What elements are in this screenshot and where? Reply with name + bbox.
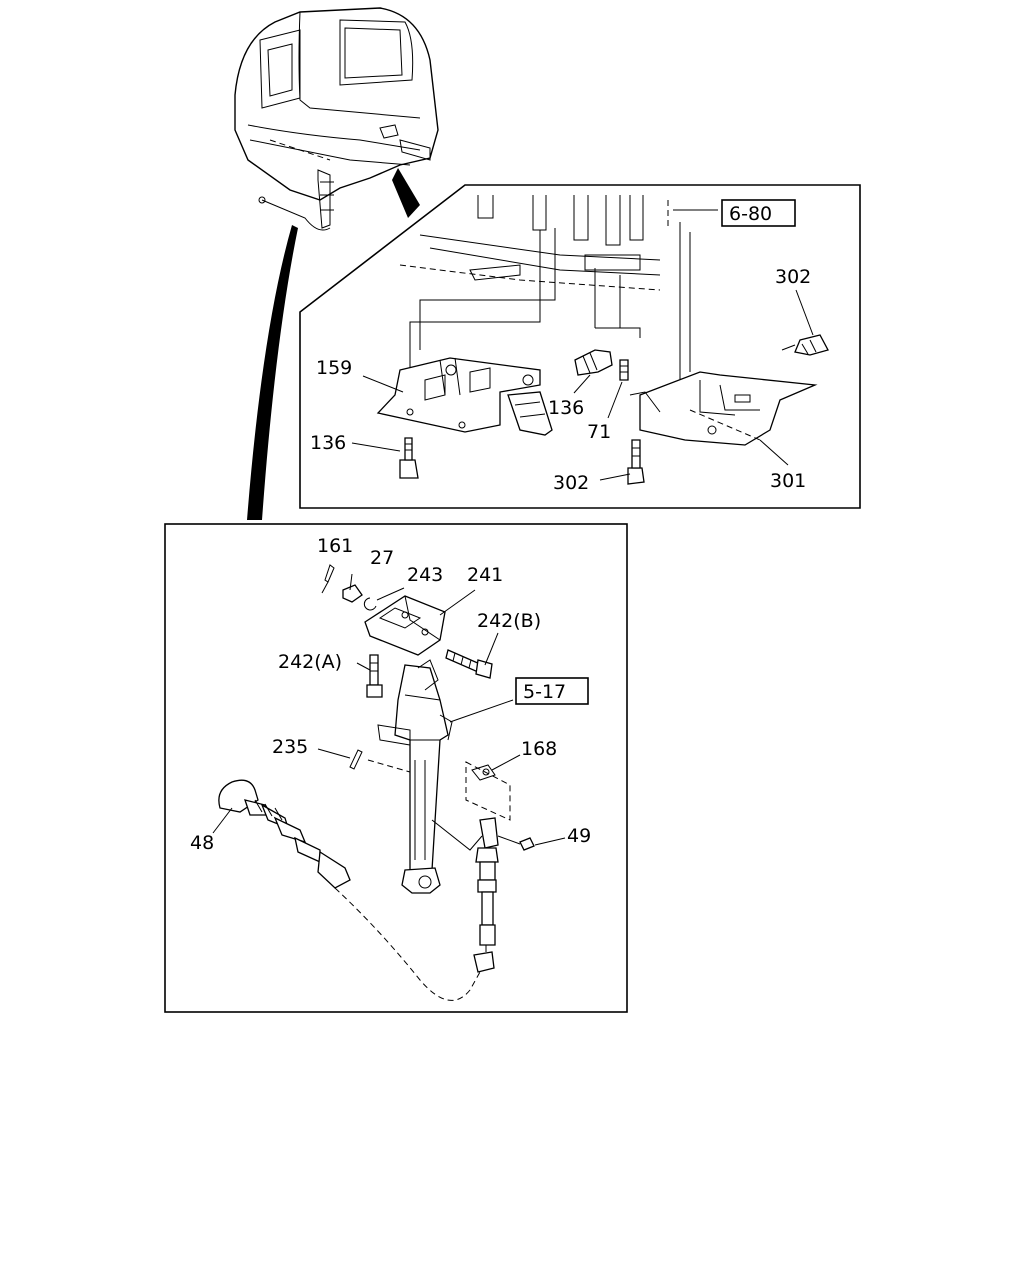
part-label-241: 241	[467, 564, 503, 586]
part-label-49: 49	[567, 825, 591, 847]
ref-label-6-80: 6-80	[729, 203, 772, 225]
ref-label-5-17: 5-17	[523, 681, 566, 703]
part-label-27: 27	[370, 547, 394, 569]
part-label-301: 301	[770, 470, 806, 492]
part-label-159: 159	[316, 357, 352, 379]
upper-detail-box	[299, 184, 861, 509]
ref-box-6-80: 6-80	[721, 199, 796, 227]
part-label-302-bottom: 302	[553, 472, 589, 494]
part-label-71: 71	[587, 421, 611, 443]
part-label-243: 243	[407, 564, 443, 586]
part-label-235: 235	[272, 736, 308, 758]
part-label-302-top: 302	[775, 266, 811, 288]
part-label-242a: 242(A)	[278, 651, 342, 673]
part-label-161: 161	[317, 535, 353, 557]
part-label-242b: 242(B)	[477, 610, 541, 632]
lower-detail-box	[164, 523, 628, 1013]
lower-detail-drawing	[212, 564, 566, 1001]
part-label-168: 168	[521, 738, 557, 760]
upper-detail-drawing	[351, 195, 829, 485]
cab-overview-drawing	[234, 7, 439, 520]
part-label-136-left: 136	[310, 432, 346, 454]
ref-box-5-17: 5-17	[515, 677, 589, 705]
part-number-labels: 302 159 136 71 136 302 301 161 27 243 24…	[190, 266, 811, 854]
part-label-48: 48	[190, 832, 214, 854]
part-label-136-mid: 136	[548, 397, 584, 419]
